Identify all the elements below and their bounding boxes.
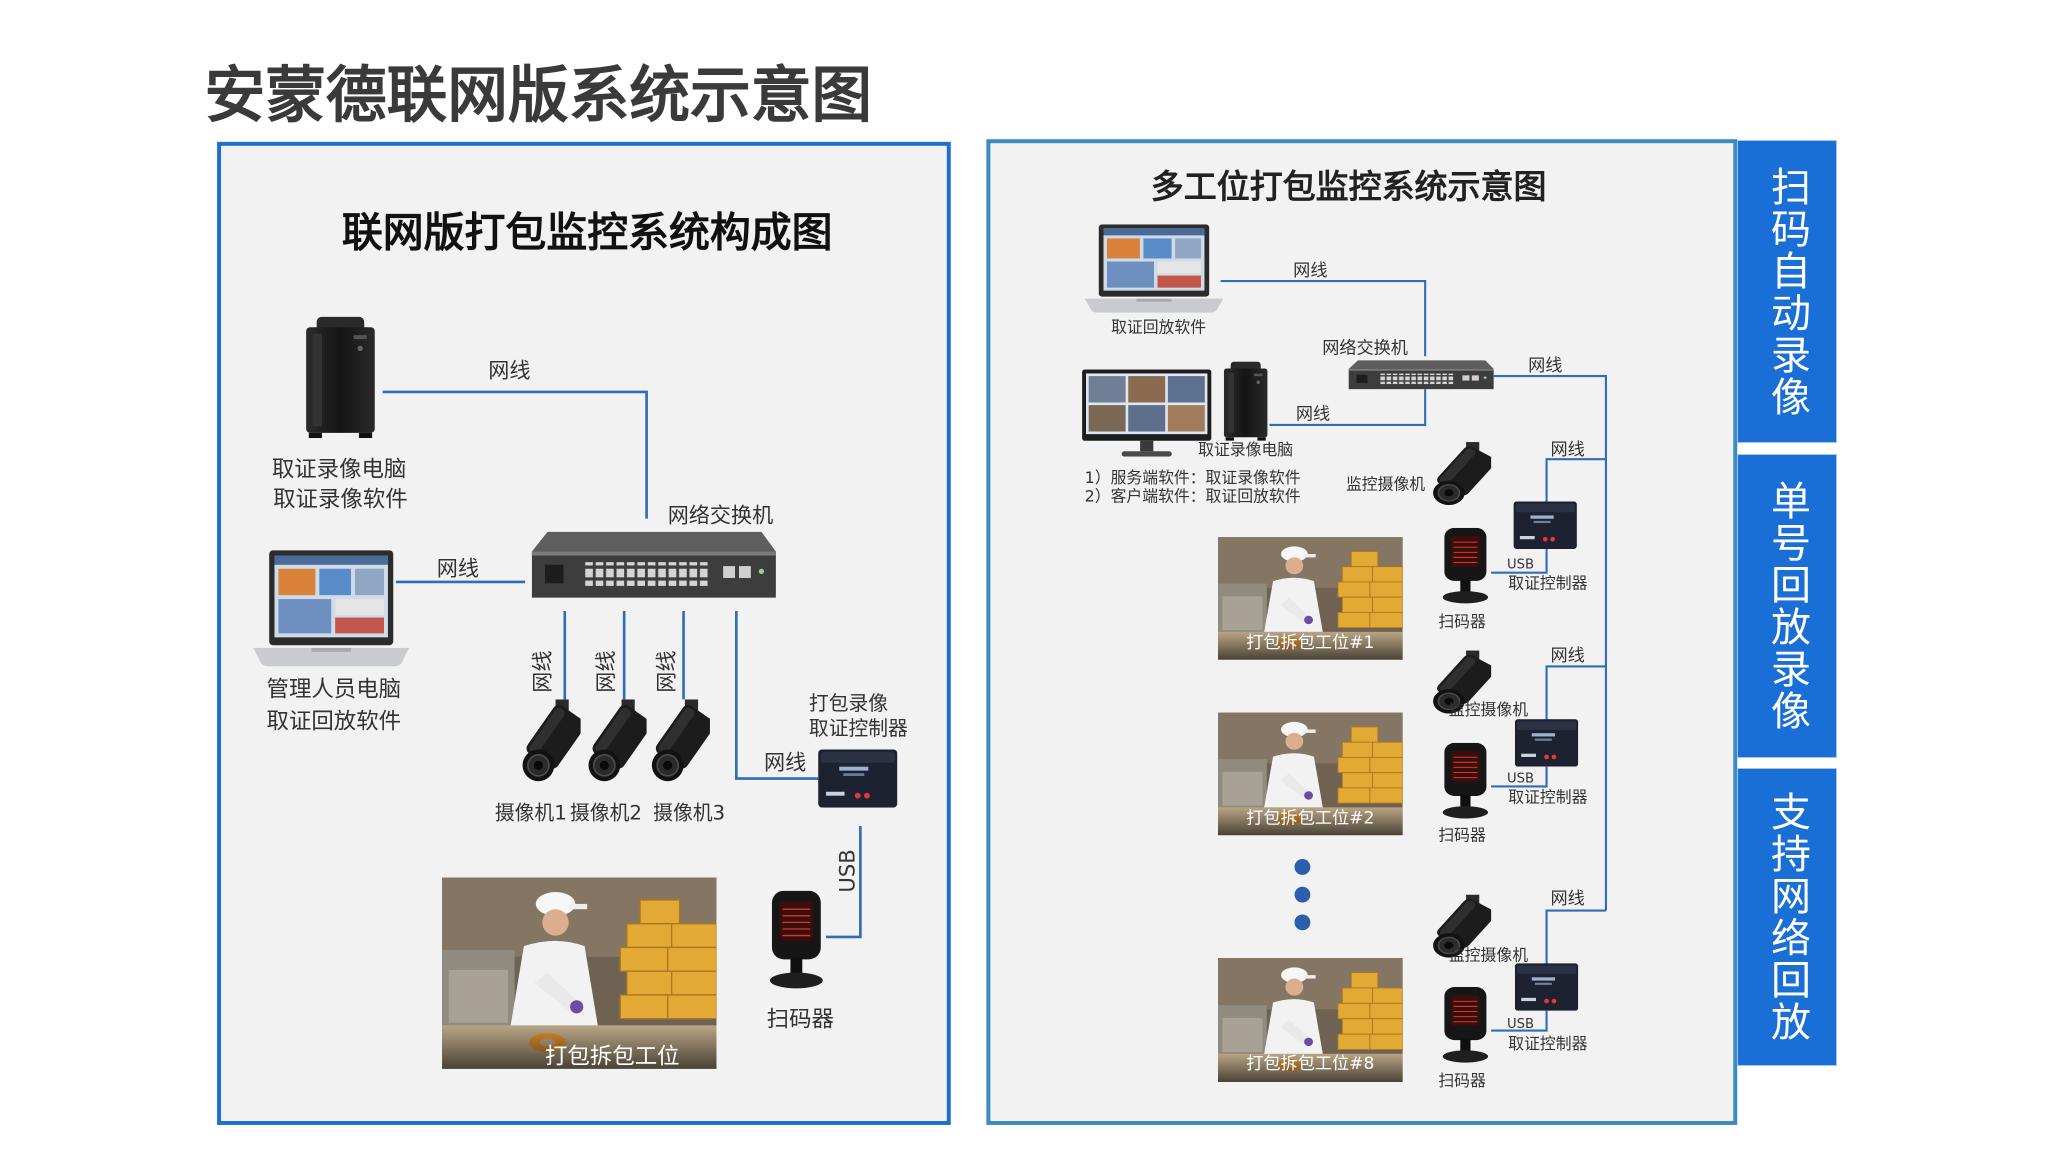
usb-line xyxy=(1491,548,1548,574)
cable-label: 网线 xyxy=(530,651,555,693)
scanner-label: 扫码器 xyxy=(1438,1071,1486,1090)
workstation-caption: 打包拆包工位#2 xyxy=(1246,808,1374,828)
cable-label: 网线 xyxy=(1551,646,1585,666)
cable-line-recording-pc xyxy=(1269,389,1427,426)
network-switch-icon xyxy=(1348,360,1494,390)
playback-laptop-label: 取证回放软件 xyxy=(1111,318,1206,337)
recording-pc-label: 取证录像电脑 xyxy=(1198,440,1293,459)
controller-icon xyxy=(1514,719,1579,767)
usb-label: USB xyxy=(1507,772,1534,787)
controller-label-line1: 打包录像 xyxy=(809,692,888,715)
usb-line xyxy=(826,826,862,939)
laptop-icon xyxy=(253,550,410,667)
ellipsis-dot xyxy=(1294,859,1311,875)
camera-label: 监控摄像机 xyxy=(1449,946,1528,965)
camera-label: 摄像机3 xyxy=(653,801,725,824)
feature-tab-order-playback: 单号回放录像 xyxy=(1737,454,1837,758)
feature-tab-label: 扫码自动录像 xyxy=(1764,165,1810,418)
cable-label: 网线 xyxy=(654,651,679,693)
switch-label: 网络交换机 xyxy=(668,503,774,528)
controller-label-line2: 取证控制器 xyxy=(809,717,908,740)
controller-label: 取证控制器 xyxy=(1508,574,1587,593)
cable-label: 网线 xyxy=(1551,440,1585,460)
workstation-caption: 打包拆包工位 xyxy=(545,1044,680,1070)
ellipsis-dot xyxy=(1294,914,1311,931)
cable-label: 网线 xyxy=(488,357,530,382)
tower-pc-icon xyxy=(306,316,375,439)
ellipsis-dot xyxy=(1294,886,1311,903)
cable-line-station-2 xyxy=(1545,665,1606,721)
scanner-label: 扫码器 xyxy=(767,1007,834,1033)
cable-label: 网线 xyxy=(593,651,618,693)
station-2: 网线 监控摄像机 USB 取证控制器 扫码器 打包拆包工位#2 xyxy=(1217,646,1588,845)
cable-line-recording-pc xyxy=(382,390,648,519)
cable-line-playback-laptop xyxy=(1220,280,1427,357)
controller-label: 取证控制器 xyxy=(1508,1034,1587,1053)
cable-label: 网线 xyxy=(437,555,479,580)
camera-label: 监控摄像机 xyxy=(1449,700,1528,719)
workstation-caption: 打包拆包工位#8 xyxy=(1246,1054,1374,1074)
usb-label: USB xyxy=(1507,1017,1534,1032)
camera-label: 摄像机1 xyxy=(495,801,567,824)
page-title: 安蒙德联网版系统示意图 xyxy=(205,61,873,131)
playback-software-label: 取证回放软件 xyxy=(267,708,402,734)
workstation-caption: 打包拆包工位#1 xyxy=(1246,633,1374,653)
usb-line xyxy=(1491,766,1548,788)
cable-line-controller xyxy=(735,610,819,780)
recording-pc-label: 取证录像电脑 xyxy=(272,456,407,482)
feature-tab-label: 单号回放录像 xyxy=(1764,480,1810,732)
feature-tab-network-playback: 支持网络回放 xyxy=(1737,768,1837,1066)
feature-tab-auto-record: 扫码自动录像 xyxy=(1737,140,1837,443)
right-panel: 多工位打包监控系统示意图 取证回放软件 网线 网络交换机 网线 网线 取证录像电… xyxy=(986,139,1738,1125)
cable-label: 网线 xyxy=(1296,405,1330,425)
manager-pc-label: 管理人员电脑 xyxy=(267,677,402,703)
ellipsis-dots-icon xyxy=(1294,859,1311,931)
tower-pc-icon xyxy=(1223,361,1268,441)
scanner-label: 扫码器 xyxy=(1438,826,1486,845)
recording-software-label: 取证录像软件 xyxy=(273,487,408,513)
left-panel-heading: 联网版打包监控系统构成图 xyxy=(342,209,833,257)
switch-label: 网络交换机 xyxy=(1322,339,1408,359)
usb-label: USB xyxy=(834,849,859,892)
controller-icon xyxy=(1514,963,1579,1011)
camera-label: 监控摄像机 xyxy=(1346,475,1425,494)
controller-icon xyxy=(818,749,898,808)
right-panel-heading: 多工位打包监控系统示意图 xyxy=(1151,167,1547,206)
software-note: 2）客户端软件：取证回放软件 xyxy=(1085,486,1301,505)
cable-line-station-1 xyxy=(1545,458,1606,503)
cable-label: 网线 xyxy=(1551,889,1585,909)
software-note: 1）服务端软件：取证录像软件 xyxy=(1085,468,1301,487)
controller-icon xyxy=(1513,501,1577,549)
network-switch-icon xyxy=(531,531,776,598)
cable-label: 网线 xyxy=(1528,356,1562,376)
camera-label: 摄像机2 xyxy=(570,801,642,824)
left-panel: 联网版打包监控系统构成图 网线 取证录像电脑 取证录像软件 网线 管理人员电脑 … xyxy=(217,141,951,1125)
usb-line xyxy=(1491,1010,1548,1032)
controller-label: 取证控制器 xyxy=(1508,787,1587,806)
cable-label: 网线 xyxy=(1293,261,1327,281)
station-8: 网线 监控摄像机 USB 取证控制器 扫码器 打包拆包工位#8 xyxy=(1217,889,1588,1090)
cable-label: 网线 xyxy=(764,749,806,774)
laptop-icon xyxy=(1084,224,1224,313)
station-1: 网线 监控摄像机 USB 取证控制器 扫码器 打包拆包工位#1 xyxy=(1217,440,1588,660)
scanner-label: 扫码器 xyxy=(1438,612,1486,631)
feature-tab-label: 支持网络回放 xyxy=(1764,791,1810,1043)
cable-line-station-8 xyxy=(1545,909,1606,965)
workstation-photo xyxy=(442,877,717,1069)
cable-line-trunk xyxy=(1493,375,1607,911)
usb-label: USB xyxy=(1507,558,1534,573)
